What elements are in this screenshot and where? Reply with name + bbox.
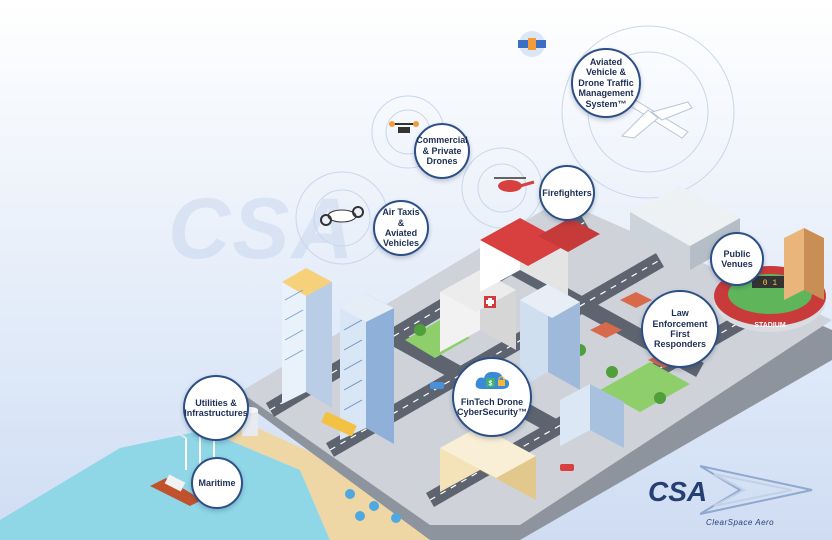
law-enforcement-label: Law Enforcement First Responders bbox=[652, 308, 708, 350]
commercial-drones-bubble: Commercial & Private Drones bbox=[414, 123, 470, 179]
maritime-label: Maritime bbox=[198, 477, 236, 488]
logo-tagline: ClearSpace Aero bbox=[706, 518, 775, 527]
firefighters-bubble: Firefighters bbox=[539, 165, 595, 221]
air-taxis-bubble: Air Taxis & Aviated Vehicles bbox=[373, 200, 429, 256]
utilities-label: Utilities & Infrastructures bbox=[184, 397, 248, 418]
maritime-bubble: Maritime bbox=[191, 457, 243, 509]
fintech-bubble: $ FinTech Drone CyberSecurity™ bbox=[452, 357, 532, 437]
law-enforcement-bubble: Law Enforcement First Responders bbox=[641, 290, 719, 368]
logo-mark: CSA bbox=[648, 476, 708, 507]
chevron-logo-icon bbox=[700, 465, 813, 515]
cloud-lock-icon: $ bbox=[475, 371, 510, 389]
utilities-bubble: Utilities & Infrastructures bbox=[183, 375, 249, 441]
fintech-label: FinTech Drone CyberSecurity™ bbox=[456, 396, 528, 417]
scoreboard: 0 1 bbox=[763, 279, 778, 288]
public-venues-label: Public Venues bbox=[721, 248, 753, 269]
svg-text:$: $ bbox=[489, 381, 493, 388]
atm-system-label: Aviated Vehicle & Drone Traffic Manageme… bbox=[578, 57, 634, 109]
atm-system-bubble: Aviated Vehicle & Drone Traffic Manageme… bbox=[571, 48, 641, 118]
csa-watermark: CSA bbox=[168, 181, 356, 277]
public-venues-bubble: Public Venues bbox=[710, 232, 764, 286]
stadium-sign: STADIUM bbox=[754, 322, 786, 329]
firefighters-label: Firefighters bbox=[542, 187, 592, 198]
clearspace-aero-logo: CSA ClearSpace Aero bbox=[640, 462, 820, 534]
air-taxis-label: Air Taxis & Aviated Vehicles bbox=[382, 207, 420, 249]
commercial-drones-label: Commercial & Private Drones bbox=[416, 135, 468, 167]
